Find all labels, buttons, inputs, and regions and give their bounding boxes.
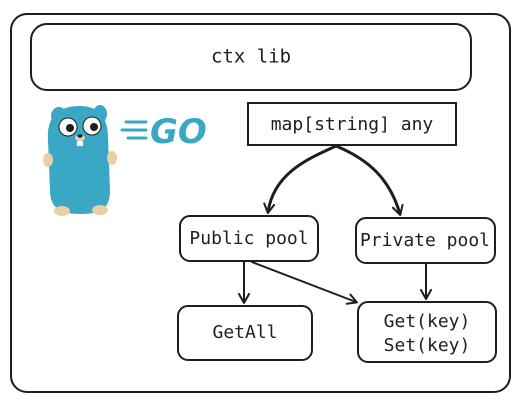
diagram-title: ctx lib [211, 46, 291, 68]
getall-node: GetAll [177, 305, 313, 361]
private-pool-label: Private pool [360, 230, 490, 251]
private-pool-node: Private pool [355, 217, 496, 264]
get-set-node: Get(key) Set(key) [357, 301, 497, 363]
set-key-label: Set(key) [384, 335, 471, 356]
arrow-map-to-public [263, 144, 338, 214]
outer-frame [10, 13, 511, 393]
gopher-icon [43, 105, 117, 216]
map-node-label: map[string] any [271, 114, 434, 135]
arrow-map-to-private [334, 144, 404, 216]
map-node: map[string] any [247, 102, 457, 146]
getall-label: GetAll [212, 322, 277, 343]
title-box: ctx lib [30, 23, 472, 91]
go-logo-text: GO [150, 112, 207, 152]
public-pool-node: Public pool [179, 215, 319, 262]
get-key-label: Get(key) [384, 311, 471, 332]
public-pool-label: Public pool [189, 228, 308, 249]
arrow-public-to-getset [251, 261, 358, 305]
go-logo-icon: GO [120, 112, 207, 152]
